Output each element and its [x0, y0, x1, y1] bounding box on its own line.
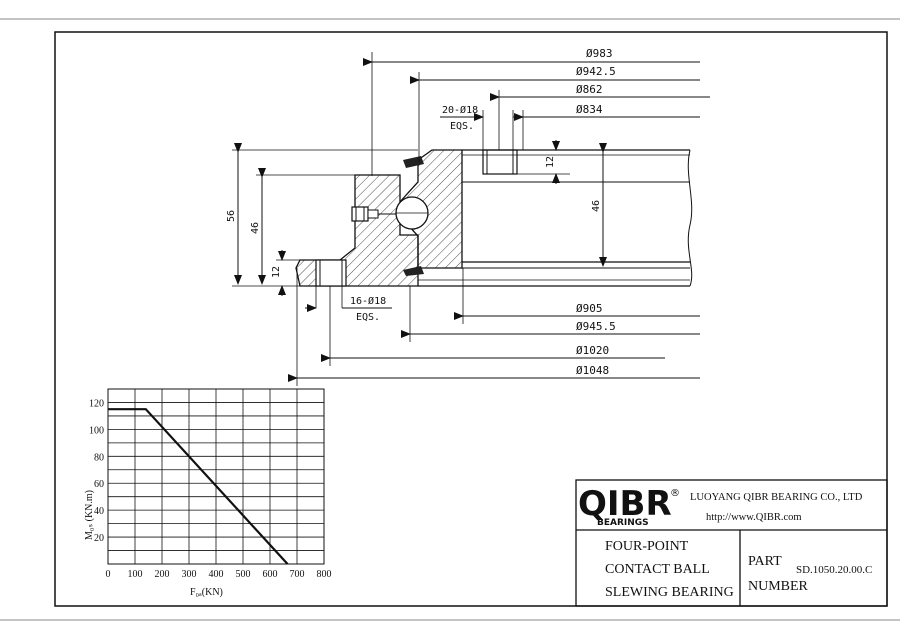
x-tick-label: 800	[317, 569, 332, 580]
chart-series	[108, 408, 289, 565]
dim-862: Ø862	[576, 83, 603, 96]
load-chart: 0 100 200 300 400 500 600 700 800 120 100 80 60 40 20…	[84, 388, 332, 598]
drawing-border	[54, 31, 888, 607]
dim-1020: Ø1020	[576, 344, 609, 357]
outer-ring	[295, 174, 419, 287]
x-tick-label: 200	[155, 569, 170, 580]
grease-nipple	[351, 206, 396, 222]
x-tick-label: 300	[182, 569, 197, 580]
x-tick-label: 700	[290, 569, 305, 580]
seal-bottom	[403, 266, 424, 276]
bearing-cross-section	[295, 149, 693, 287]
holes-bot-label: 16-Ø18	[350, 295, 386, 307]
dimension-lines	[232, 52, 710, 386]
number-label: NUMBER	[748, 579, 809, 594]
description-line-3: SLEWING BEARING	[605, 585, 734, 600]
height-12-right: 12	[545, 156, 556, 168]
dim-1048: Ø1048	[576, 364, 609, 377]
height-46-left: 46	[250, 222, 261, 234]
x-tick-label: 100	[128, 569, 143, 580]
dimension-labels: Ø983 Ø942.5 Ø862 Ø834 20-Ø18 EQS. Ø905 Ø…	[226, 47, 616, 377]
y-tick-label: 80	[94, 452, 104, 463]
y-tick-label: 120	[89, 398, 104, 409]
x-tick-label: 500	[236, 569, 251, 580]
company-name: LUOYANG QIBR BEARING CO., LTD	[690, 492, 863, 503]
registered-mark: ®	[670, 488, 680, 499]
logo-subtitle: BEARINGS	[597, 518, 649, 528]
title-block: QIBR ® BEARINGS LUOYANG QIBR BEARING CO.…	[575, 479, 888, 607]
qibr-logo: QIBR	[578, 484, 672, 524]
y-tick-label: 20	[94, 533, 104, 544]
dim-905: Ø905	[576, 302, 603, 315]
height-56: 56	[226, 210, 237, 222]
part-label: PART	[748, 554, 782, 569]
y-tick-label: 100	[89, 425, 104, 436]
y-tick-label: 40	[94, 506, 104, 517]
holes-top-label: 20-Ø18	[442, 104, 478, 116]
dim-945: Ø945.5	[576, 320, 616, 333]
x-tick-label: 0	[106, 569, 111, 580]
eqs-bot-label: EQS.	[356, 312, 380, 323]
height-12-left: 12	[271, 266, 282, 278]
chart-x-ticks: 0 100 200 300 400 500 600 700 800	[106, 569, 332, 580]
x-tick-label: 600	[263, 569, 278, 580]
outer-bolt-hole	[315, 259, 347, 287]
chart-grid	[108, 389, 324, 564]
description-line-1: FOUR-POINT	[605, 539, 689, 554]
chart-x-label: F₀ₐ(KN)	[190, 587, 223, 598]
dim-983: Ø983	[586, 47, 613, 60]
eqs-top-label: EQS.	[450, 121, 474, 132]
description-line-2: CONTACT BALL	[605, 562, 710, 577]
inner-bolt-hole	[482, 149, 518, 175]
dim-834: Ø834	[576, 103, 603, 116]
part-number: SD.1050.20.00.C	[796, 564, 872, 576]
x-tick-label: 400	[209, 569, 224, 580]
load-curve-line	[108, 408, 289, 565]
y-tick-label: 60	[94, 479, 104, 490]
dim-942: Ø942.5	[576, 65, 616, 78]
inner-ring	[399, 149, 463, 269]
chart-y-label: M₀ₛ (KN.m)	[84, 490, 95, 540]
company-website: http://www.QIBR.com	[706, 512, 802, 523]
chart-y-ticks: 120 100 80 60 40 20	[89, 398, 104, 544]
height-46-right: 46	[591, 200, 602, 212]
